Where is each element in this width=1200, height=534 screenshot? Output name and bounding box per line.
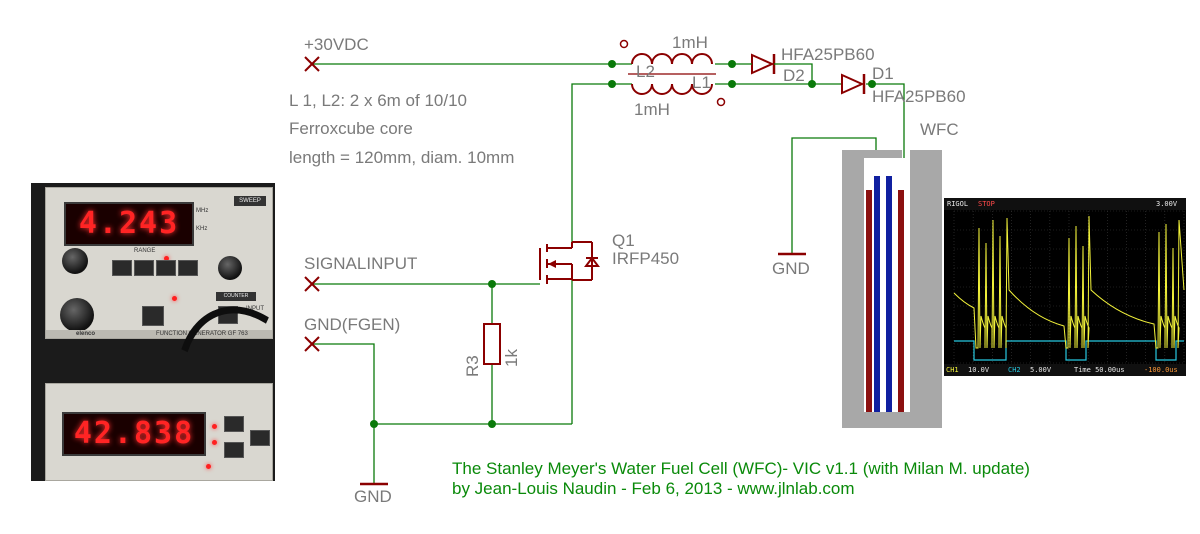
d2-name: D2 [783, 66, 805, 85]
scope-trigger-readout: 3.00V [1156, 200, 1178, 208]
coil-note-line1: L 1, L2: 2 x 6m of 10/10 [289, 91, 467, 110]
resistor-name: R3 [463, 355, 482, 377]
input-terminals [304, 56, 320, 352]
counter-mode-button-1[interactable] [224, 416, 244, 432]
supply-terminal [304, 56, 320, 72]
ch2-label: CH2 [1008, 366, 1021, 374]
supply-label: +30VDC [304, 35, 369, 54]
mosfet-part: IRFP450 [612, 249, 679, 268]
counter-led-3 [206, 464, 211, 469]
range-button-3[interactable] [156, 260, 176, 276]
range-button-4[interactable] [178, 260, 198, 276]
sweep-label: SWEEP [234, 196, 266, 206]
coil-note-line3: length = 120mm, diam. 10mm [289, 148, 514, 167]
frequency-display: 4.243 [64, 202, 194, 246]
time-base: Time 50.00us [1074, 366, 1125, 374]
counter-led-2 [212, 440, 217, 445]
counter-button[interactable] [218, 306, 238, 324]
ground-label-fgen: GND [354, 487, 392, 506]
coil-note-line2: Ferroxcube core [289, 119, 413, 138]
scope-bottom-bar [944, 364, 1186, 376]
khz-label: KHz [196, 226, 208, 232]
signal-terminal [304, 276, 320, 292]
diode-d1 [841, 73, 866, 95]
resistor-r3 [483, 323, 501, 365]
ground-symbols [360, 252, 806, 486]
signal-input-label: SIGNALINPUT [304, 254, 417, 273]
junctions [370, 60, 876, 428]
time-offset: -100.0us [1144, 366, 1178, 374]
cell-label: WFC [920, 120, 959, 139]
inductor-l1 [631, 83, 713, 95]
outer-tube-right [898, 190, 904, 412]
scope-plot [953, 210, 1185, 364]
d1-name: D1 [872, 64, 894, 83]
l1-polarity-dot [716, 97, 726, 107]
fgen-gnd-terminal [304, 336, 320, 352]
ch2-scale: 5.00V [1030, 366, 1052, 374]
counter-led-1 [212, 424, 217, 429]
scope-top-bar [944, 198, 1186, 210]
fine-knob[interactable] [62, 248, 88, 274]
l2-name: L2 [636, 62, 655, 81]
ch2-trace [954, 340, 1184, 361]
oscilloscope-screenshot: RIGOL STOP 3.00V CH1 10.0V CH2 5.00V Tim… [944, 198, 1186, 376]
counter-label: COUNTER [216, 292, 256, 301]
function-generator: 4.243 MHz KHz SWEEP RANGE COUNTER INPUT … [45, 187, 273, 339]
range-button-2[interactable] [134, 260, 154, 276]
fgen-gnd-label: GND(FGEN) [304, 315, 400, 334]
credit-title: The Stanley Meyer's Water Fuel Cell (WFC… [452, 459, 1030, 478]
l2-polarity-dot [619, 39, 629, 49]
counter-mode-button-3[interactable] [250, 430, 270, 446]
mosfet-arrow [548, 260, 556, 268]
mosfet-name: Q1 [612, 231, 635, 250]
water-fuel-cell [842, 150, 942, 428]
range-label: RANGE [134, 248, 156, 254]
range-button-1[interactable] [112, 260, 132, 276]
resistor-value: 1k [502, 349, 521, 367]
wires [313, 63, 905, 484]
model-label: FUNCTION GENERATOR GF 763 [156, 331, 248, 337]
ch1-scale: 10.0V [968, 366, 990, 374]
input-label: INPUT [246, 306, 264, 312]
mosfet-q1 [539, 241, 600, 284]
scope-brand: RIGOL [947, 200, 969, 208]
d1-part: HFA25PB60 [872, 87, 966, 106]
rate-knob[interactable] [218, 256, 242, 280]
outer-tube-left [866, 190, 872, 412]
inductor-l2 [631, 53, 713, 65]
instrument-photo: 4.243 MHz KHz SWEEP RANGE COUNTER INPUT … [31, 183, 275, 481]
waveform-button[interactable] [142, 306, 164, 326]
ch1-trace [953, 215, 1185, 349]
ch1-label: CH1 [946, 366, 959, 374]
brand-logo: elenco [76, 331, 96, 337]
l1-value: 1mH [634, 100, 670, 119]
credit-author: by Jean-Louis Naudin - Feb 6, 2013 - www… [452, 479, 855, 498]
diode-d2 [750, 53, 778, 75]
scope-state: STOP [978, 200, 995, 208]
l1-name: L1 [692, 73, 711, 92]
counter-display: 42.838 [62, 412, 206, 456]
counter-mode-button-2[interactable] [224, 442, 244, 458]
waveform-led [172, 296, 177, 301]
l2-value: 1mH [672, 33, 708, 52]
frequency-counter: 42.838 [45, 383, 273, 481]
inner-tube-right [886, 176, 892, 412]
mhz-label: MHz [196, 208, 209, 214]
ground-label-cell: GND [772, 259, 810, 278]
amplitude-knob[interactable] [60, 298, 94, 332]
range-led [164, 256, 169, 261]
d2-part: HFA25PB60 [781, 45, 875, 64]
inner-tube-left [874, 176, 880, 412]
